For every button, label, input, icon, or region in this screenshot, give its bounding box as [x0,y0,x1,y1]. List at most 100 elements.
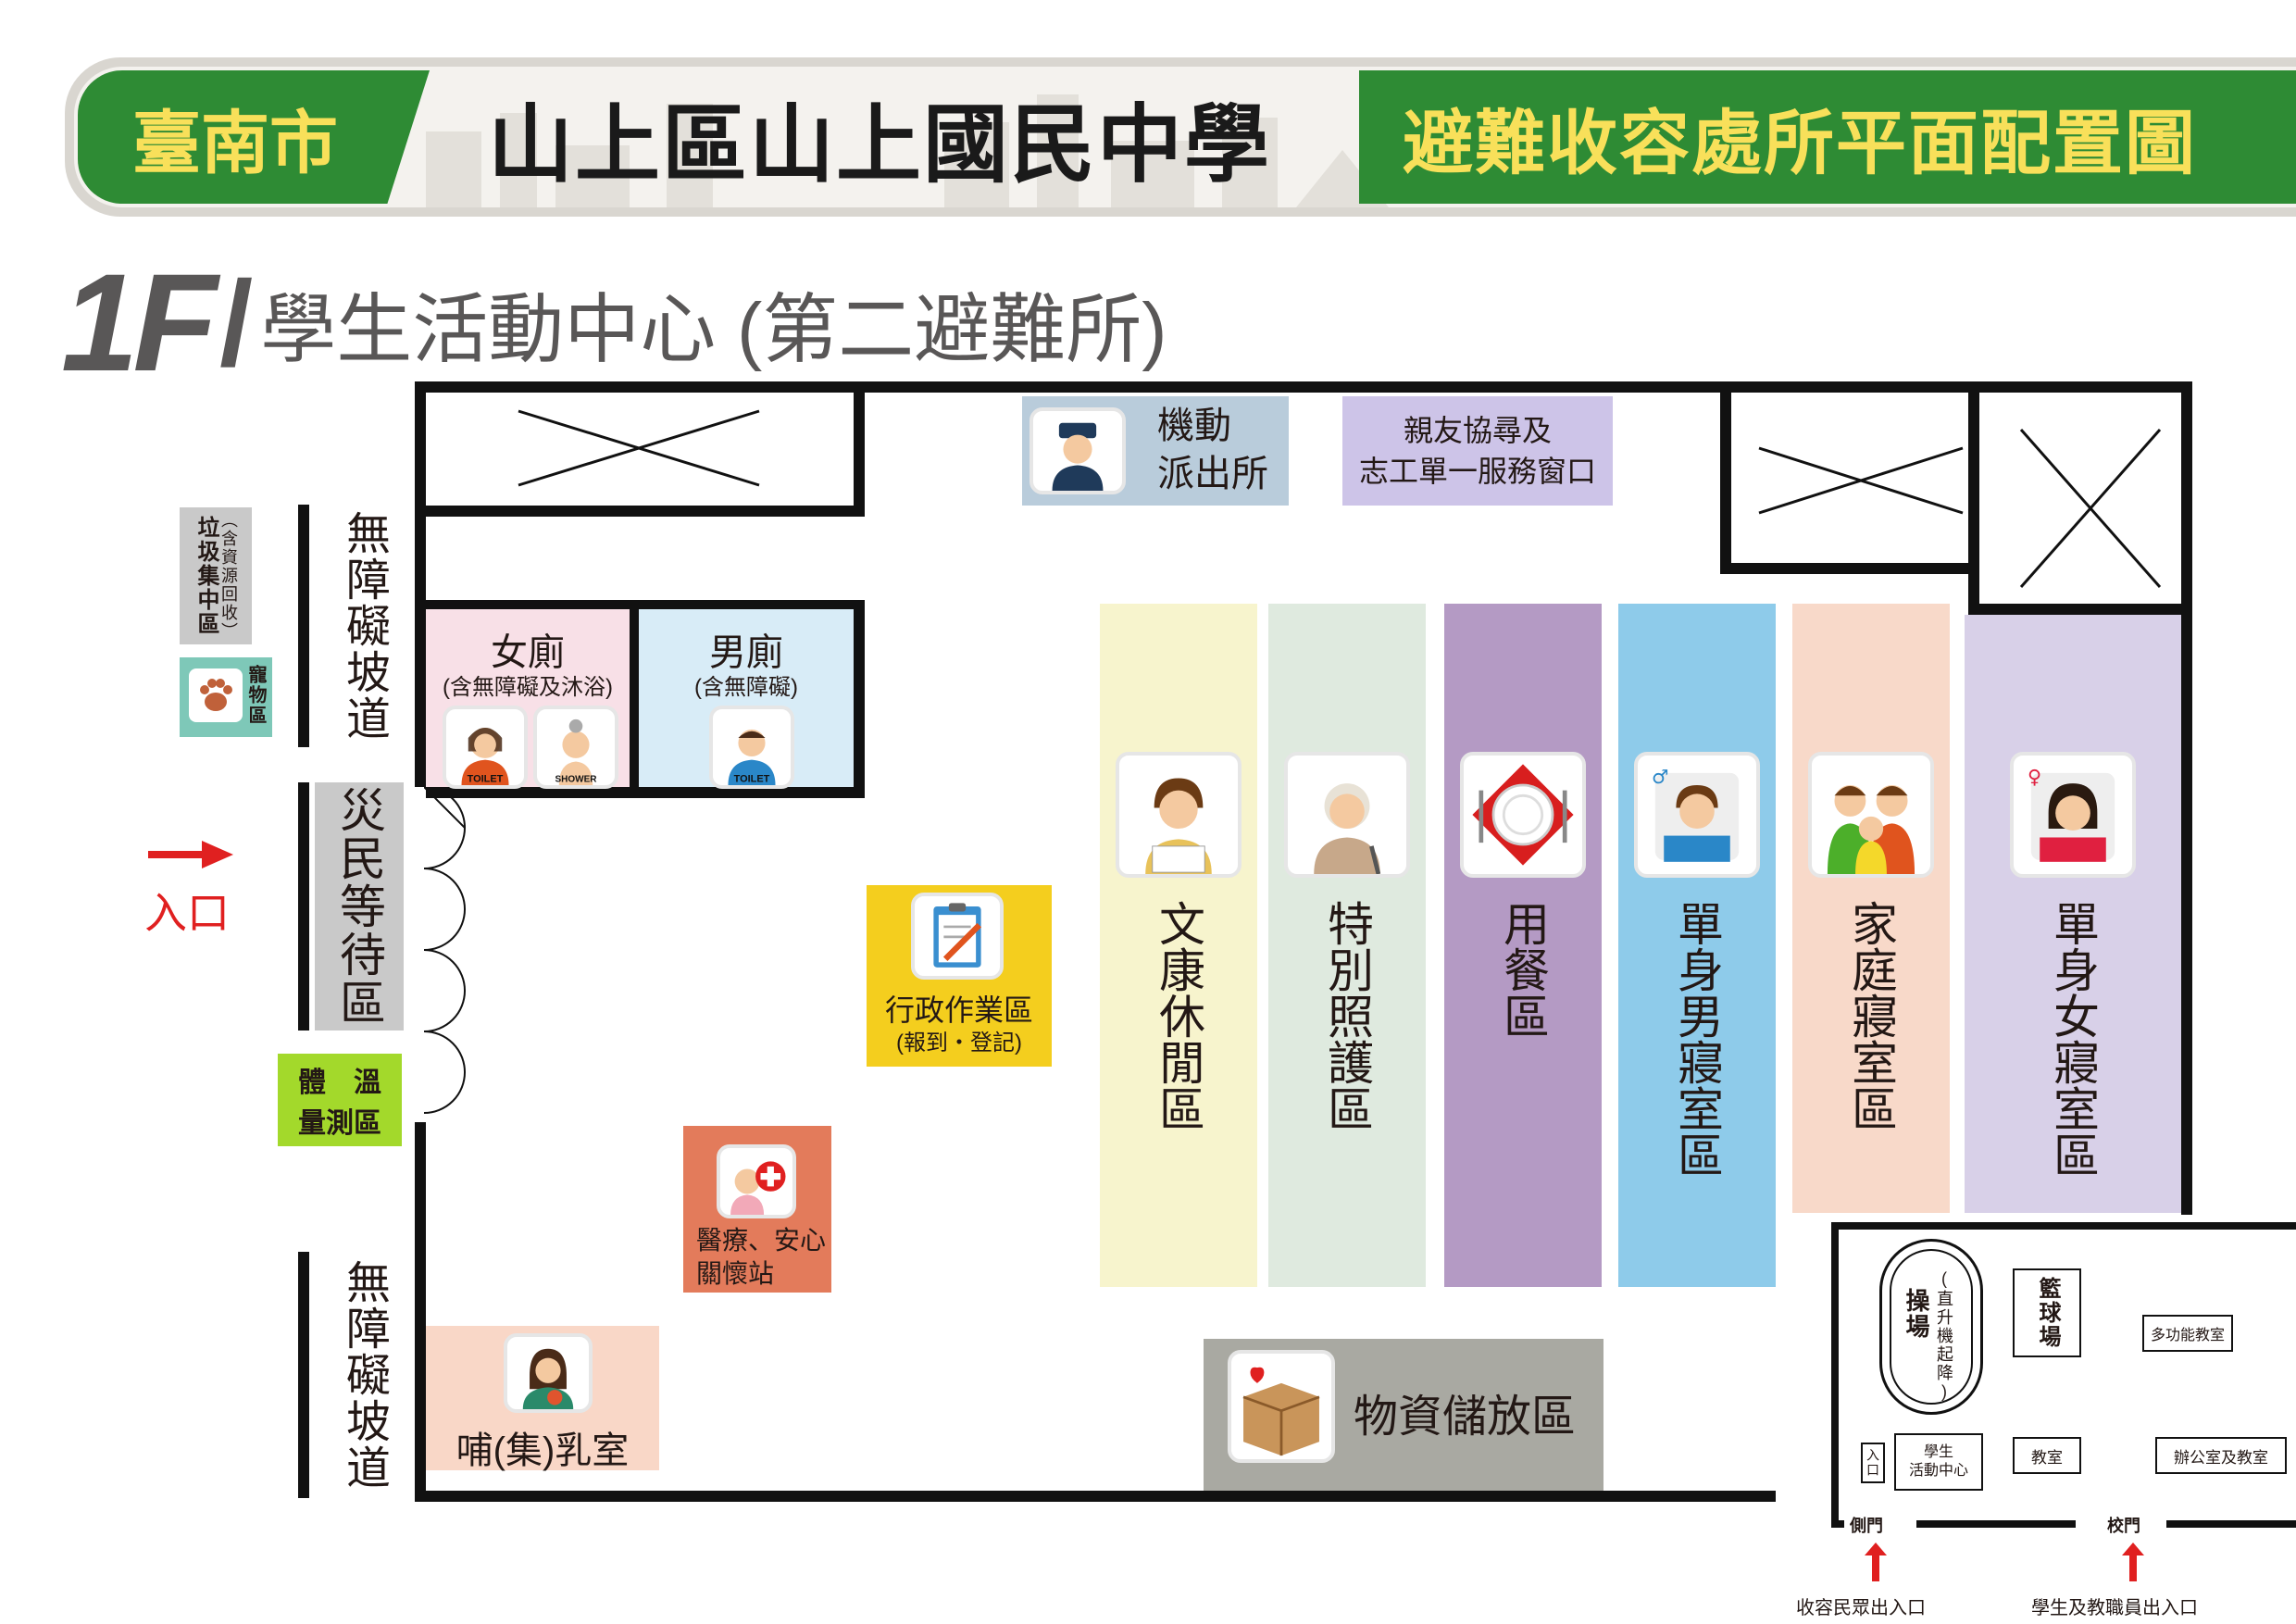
building-left-wall-bottom [415,1122,426,1502]
medical-cross-icon [717,1144,796,1218]
waiting-label: 災民等待區 [333,786,385,1027]
svg-text:SHOWER: SHOWER [555,774,597,784]
medical-station: 醫療、安心 關懷站 [683,1126,831,1293]
site-map-fence-left [1831,1520,1844,1528]
site-entrance: 入口 [1861,1443,1885,1483]
supplies-storage: 物資儲放區 [1204,1339,1603,1491]
boy-reading-icon [1116,752,1242,878]
women-restroom-label: 女廁 [491,632,565,673]
ramp-top-label: 無障礙坡道 [339,510,388,742]
female-sleeper-icon: ♀ [2010,752,2136,878]
building-left-wall-top [415,381,426,787]
building-bottom-wall [415,1491,1776,1502]
zone-6: ♀單身女寢室區 [1965,615,2181,1213]
ramp-bottom-label: 無障礙坡道 [339,1259,388,1491]
storage-x-room-left [426,393,865,517]
police-station: 機動 派出所 [1022,396,1289,506]
door-swings [424,787,466,1114]
floor-name: 學生活動中心 (第二避難所) [260,288,1167,372]
waiting-area: 災民等待區 [315,782,404,1031]
basketball-label: 籃球場 [2035,1277,2060,1349]
ramp-top: 無障礙坡道 [326,505,400,747]
supply-box-icon [1228,1350,1335,1463]
ramp-top-wall [298,505,309,747]
floor-heading: 1F/學生活動中心 (第二避難所) [61,243,1167,400]
paw-icon [189,668,243,722]
side-gate-label: 側門 [1850,1517,1883,1535]
family-search-label-1: 親友協尋及 [1403,414,1552,447]
admin-label: 行政作業區 [884,993,1033,1027]
zone-label-3: 用餐區 [1497,900,1549,1039]
male-sleeper-icon: ♂ [1634,752,1760,878]
school-name: 山上區山上國民中學 [487,97,1271,193]
elder-icon [1284,752,1410,878]
site-map-left-wall [1831,1222,1839,1524]
admin-area: 行政作業區 (報到・登記) [867,885,1052,1067]
activity-center: 學生 活動中心 [1894,1433,1983,1491]
police-label-1: 機動 [1157,406,1231,446]
pet-label: 寵物區 [245,665,266,726]
main-gate-caption: 學生及教職員出入口 [2031,1598,2198,1618]
site-map-fence-mid [1916,1520,2076,1528]
clipboard-icon [911,893,1004,980]
mother-baby-icon [504,1333,593,1413]
dining-plate-icon [1460,752,1586,878]
supplies-label: 物資儲放區 [1354,1393,1577,1442]
floor-code: 1F [61,244,218,400]
shower-icon: SHOWER [533,706,618,789]
men-restroom: 男廁 (含無障礙) TOILET [639,600,865,798]
header-title: 避難收容處所平面配置圖 [1359,70,2296,204]
site-entrance-label: 入口 [1866,1448,1880,1478]
temp-label-2: 量測區 [298,1108,381,1139]
nursing-label: 哺(集)乳室 [455,1430,630,1471]
basketball-court: 籃球場 [2013,1268,2081,1357]
garbage-label: 垃圾集中區 [193,516,218,636]
entrance-label: 入口 [144,889,230,937]
men-restroom-label: 男廁 [709,632,783,673]
city-label: 臺南市 [132,104,338,181]
storage-x-room-right-2 [1968,393,2181,615]
svg-text:TOILET: TOILET [468,773,504,784]
svg-text:♀: ♀ [2028,766,2041,788]
ramp-bottom: 無障礙坡道 [326,1252,400,1498]
main-gate-arrow-icon [2122,1543,2144,1581]
zone-2: 特別照護區 [1268,604,1426,1287]
activity-label-1: 學生 [1923,1444,1953,1460]
building-right-wall [2181,381,2192,1215]
entrance-arrow-icon [148,841,233,868]
zone-label-2: 特別照護區 [1321,900,1373,1131]
family-search-window: 親友協尋及 志工單一服務窗口 [1342,396,1613,506]
site-map-top-wall [1831,1222,2296,1230]
side-gate-caption: 收容民眾出入口 [1796,1598,1926,1618]
side-gate-arrow-icon [1865,1543,1887,1581]
women-restroom: 女廁 (含無障礙及沐浴) TOILET SHOWER [426,600,639,798]
women-restroom-note: (含無障礙及沐浴) [443,675,613,700]
header-school: 山上區山上國民中學 [435,70,1324,204]
multi-purpose-classroom: 多功能教室 [2142,1315,2233,1352]
svg-text:TOILET: TOILET [734,773,770,784]
building-top-wall [415,381,2192,393]
map-title: 避難收容處所平面配置圖 [1403,105,2197,183]
zone-label-5: 家庭寢室區 [1845,900,1897,1131]
temp-label-1: 體 溫 [298,1068,381,1098]
storage-x-room-right-1 [1720,393,1979,574]
zone-5: 家庭寢室區 [1792,604,1950,1213]
medical-label-1: 醫療、安心 [696,1226,827,1255]
temperature-area: 體 溫 量測區 [278,1054,402,1146]
site-map: 操場 (直升機起降) 籃球場 多功能教室 入口 學生 活動中心 教室 辦公室及教… [1796,1222,2296,1624]
family-search-label-2: 志工單一服務窗口 [1358,455,1596,488]
floor-slash: / [219,255,254,391]
main-gate-label: 校門 [2107,1517,2140,1535]
pet-area: 寵物區 [180,657,272,737]
family-icon [1808,752,1934,878]
waiting-wall [298,782,309,1031]
field-note: (直升機起降) [1935,1269,1953,1403]
female-toilet-icon: TOILET [443,706,528,789]
activity-label-2: 活動中心 [1908,1463,1968,1479]
svg-text:♂: ♂ [1652,766,1669,788]
police-officer-icon [1029,407,1126,494]
office-building: 辦公室及教室 [2155,1437,2287,1474]
police-label: 機動 派出所 [1157,402,1268,498]
field-label: 操場 [1903,1288,1930,1340]
medical-label-2: 關懷站 [696,1259,775,1288]
